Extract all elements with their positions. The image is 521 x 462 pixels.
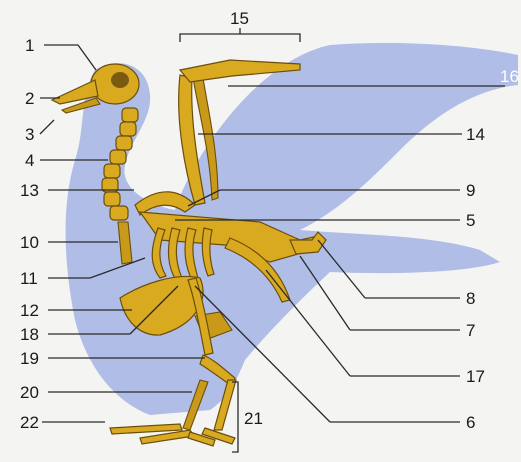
label-10: 10 xyxy=(20,233,39,252)
label-18: 18 xyxy=(20,325,39,344)
label-1: 1 xyxy=(25,36,34,55)
bracket-15 xyxy=(180,34,300,42)
label-20: 20 xyxy=(20,383,39,402)
bird-silhouette xyxy=(66,43,518,415)
label-16: 16 xyxy=(500,67,519,86)
label-19: 19 xyxy=(20,349,39,368)
label-17: 17 xyxy=(466,367,485,386)
eye-socket xyxy=(111,72,129,88)
label-9: 9 xyxy=(466,181,475,200)
label-7: 7 xyxy=(466,321,475,340)
label-15: 15 xyxy=(230,9,249,28)
label-11: 11 xyxy=(20,269,38,288)
label-21: 21 xyxy=(244,409,263,428)
label-5: 5 xyxy=(466,211,475,230)
label-14: 14 xyxy=(466,125,485,144)
label-4: 4 xyxy=(25,151,34,170)
label-6: 6 xyxy=(466,413,475,432)
label-12: 12 xyxy=(20,301,39,320)
label-2: 2 xyxy=(25,89,34,108)
label-13: 13 xyxy=(20,181,39,200)
label-22: 22 xyxy=(20,413,39,432)
label-3: 3 xyxy=(25,125,34,144)
label-8: 8 xyxy=(466,289,475,308)
